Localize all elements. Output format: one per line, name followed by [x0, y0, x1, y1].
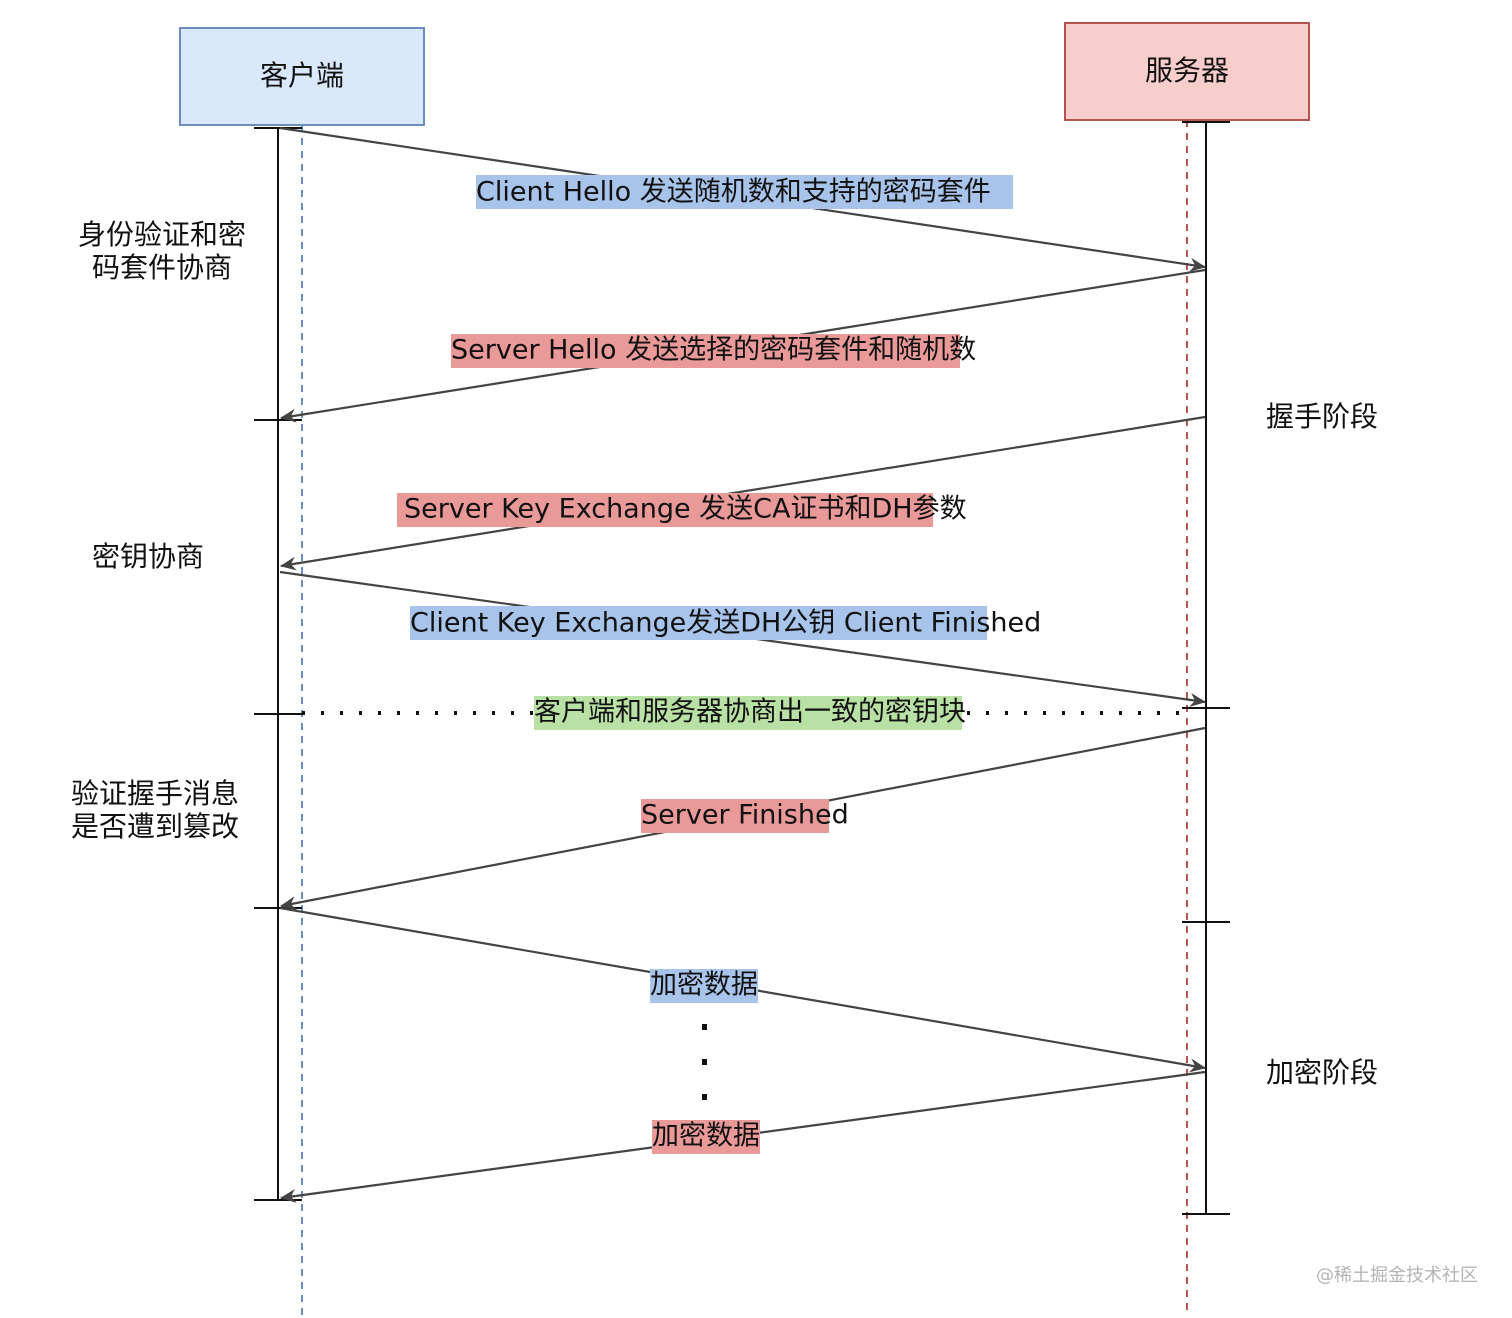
ellipsis-dots: [702, 1024, 707, 1100]
svg-text:加密数据: 加密数据: [652, 1121, 760, 1152]
svg-text:Server Hello 发送选择的密码套件和随机数: Server Hello 发送选择的密码套件和随机数: [451, 335, 976, 366]
server-phase-bracket: [1182, 121, 1230, 1215]
svg-text:密钥协商: 密钥协商: [92, 540, 204, 573]
message-label-server-key-exchange: Server Key Exchange 发送CA证书和DH参数: [397, 493, 967, 527]
svg-text:码套件协商: 码套件协商: [92, 251, 232, 284]
watermark: @稀土掘金技术社区: [1316, 1265, 1478, 1286]
message-label-encrypted-data-2: 加密数据: [652, 1120, 760, 1154]
message-label-client-hello: Client Hello 发送随机数和支持的密码套件: [476, 175, 1013, 209]
message-label-server-finished: Server Finished: [641, 799, 849, 833]
svg-text:客户端和服务器协商出一致的密钥块: 客户端和服务器协商出一致的密钥块: [534, 697, 966, 728]
client-label: 客户端: [260, 59, 344, 92]
arrow-server-key-exchange: [280, 415, 1206, 571]
svg-text:身份验证和密: 身份验证和密: [78, 218, 246, 251]
svg-text:Client Hello 发送随机数和支持的密码套件: Client Hello 发送随机数和支持的密码套件: [476, 177, 991, 208]
svg-text:验证握手消息: 验证握手消息: [71, 777, 239, 810]
server-label: 服务器: [1145, 54, 1229, 87]
svg-text:Server Finished: Server Finished: [641, 800, 849, 831]
svg-text:是否遭到篡改: 是否遭到篡改: [71, 810, 239, 843]
message-arrows: [279, 126, 1206, 1203]
client-phase-verify-handshake: 验证握手消息 是否遭到篡改: [71, 777, 239, 843]
svg-text:Client Key Exchange发送DH公钥 Clie: Client Key Exchange发送DH公钥 Client Finishe…: [410, 608, 1041, 639]
svg-text:加密数据: 加密数据: [650, 970, 758, 1001]
svg-text:Server Key Exchange 发送CA证书和DH参: Server Key Exchange 发送CA证书和DH参数: [404, 494, 967, 525]
message-label-encrypted-data-1: 加密数据: [650, 969, 758, 1003]
client-phase-key-negotiation: 密钥协商: [92, 540, 204, 573]
message-label-server-hello: Server Hello 发送选择的密码套件和随机数: [451, 334, 976, 368]
server-phase-encryption: 加密阶段: [1266, 1056, 1378, 1089]
message-label-client-key-exchange: Client Key Exchange发送DH公钥 Client Finishe…: [410, 606, 1041, 640]
client-phase-bracket: [254, 127, 302, 1201]
key-agreement-note: 客户端和服务器协商出一致的密钥块: [534, 696, 966, 730]
client-phase-auth-cipher: 身份验证和密 码套件协商: [78, 218, 246, 284]
server-participant: 服务器: [1064, 22, 1310, 121]
server-phase-handshake: 握手阶段: [1266, 400, 1378, 433]
client-participant: 客户端: [179, 27, 425, 126]
